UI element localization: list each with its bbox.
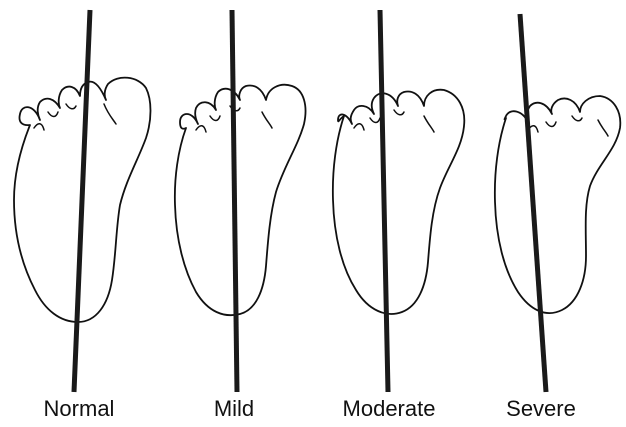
toe-crease [572, 116, 582, 121]
foot-moderate-outline [333, 90, 464, 314]
toe-crease [196, 126, 206, 132]
reference-rod [74, 10, 90, 392]
reference-rod [380, 10, 388, 392]
foot-normal [14, 10, 151, 392]
toe-crease [34, 124, 44, 130]
label-moderate: Moderate [324, 396, 454, 422]
reference-rod [232, 10, 237, 392]
toe-crease [394, 110, 404, 115]
foot-severe [495, 14, 620, 392]
toe-crease [354, 124, 364, 130]
foot-moderate [333, 10, 464, 392]
foot-severe-outline [495, 96, 620, 313]
label-normal: Normal [14, 396, 144, 422]
toe-crease [210, 116, 220, 121]
toe-crease [262, 112, 272, 128]
toe-crease [370, 118, 380, 123]
toe-crease [424, 116, 434, 132]
foot-mild-outline [175, 85, 306, 315]
label-severe: Severe [476, 396, 606, 422]
reference-rod [520, 14, 546, 392]
toe-crease [598, 120, 608, 136]
toe-crease [546, 122, 556, 127]
toe-crease [48, 112, 58, 117]
foot-mild [175, 10, 306, 392]
toe-crease [66, 104, 76, 109]
toe-crease [104, 104, 116, 124]
label-mild: Mild [169, 396, 299, 422]
